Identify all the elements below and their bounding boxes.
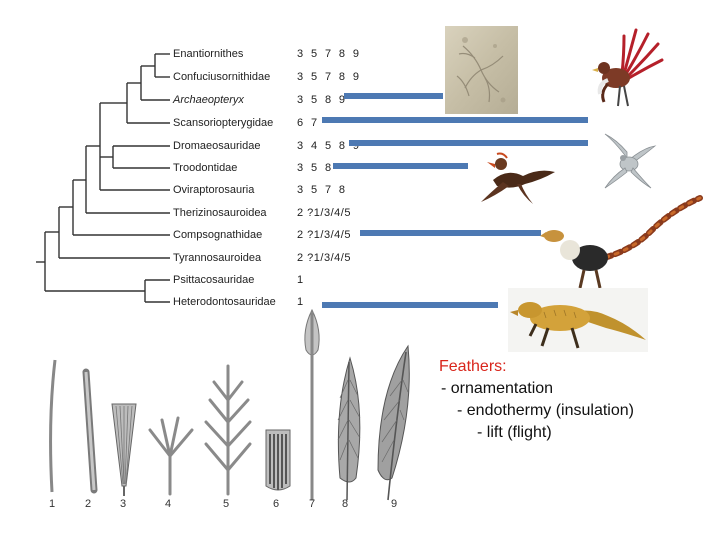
feather-code-heterodontosauridae: 1 — [297, 296, 306, 308]
feather-code-compsognathidae: 2 ?1/3/4/5 — [297, 229, 351, 241]
feather-code-tyrannosauroidea: 2 ?1/3/4/5 — [297, 252, 351, 264]
red-plumed-dinosaur-illustration — [592, 28, 664, 107]
feather-type-3 — [111, 403, 137, 496]
feather-code-psittacosauridae: 1 — [297, 274, 306, 286]
feather-number-3: 3 — [120, 498, 127, 510]
feather-code-scansoriopterygidae: 6 7 — [297, 117, 320, 129]
feather-code-therizinosauroidea: 2 ?1/3/4/5 — [297, 207, 351, 219]
feather-code-enantiornithes: 3 5 7 8 9 — [297, 48, 362, 60]
feather-code-archaeopteryx: 3 5 8 9 — [297, 94, 348, 106]
feather-number-6: 6 — [273, 498, 280, 510]
taxon-label-heterodontosauridae: Heterodontosauridae — [173, 296, 276, 308]
scansoriopterygid-illustration — [604, 133, 657, 189]
feather-number-9: 9 — [391, 498, 398, 510]
feather-type-8 — [337, 356, 361, 501]
feather-type-7 — [304, 308, 320, 500]
taxon-label-therizinosauroidea: Therizinosauroidea — [173, 207, 267, 219]
feather-code-troodontidae: 3 5 8 — [297, 162, 334, 174]
feather-number-4: 4 — [165, 498, 172, 510]
feather-number-5: 5 — [223, 498, 230, 510]
bar-dromaeosauridae — [349, 140, 588, 146]
taxon-label-tyrannosauroidea: Tyrannosauroidea — [173, 252, 262, 264]
archaeopteryx-fossil-photo — [445, 26, 518, 114]
caption-title: Feathers: — [439, 358, 507, 375]
bar-troodontidae — [333, 163, 468, 169]
caption-item-lift: - lift (flight) — [477, 424, 552, 441]
taxon-label-compsognathidae: Compsognathidae — [173, 229, 263, 241]
taxon-label-scansoriopterygidae: Scansoriopterygidae — [173, 117, 274, 129]
taxon-label-troodontidae: Troodontidae — [173, 162, 238, 174]
taxon-label-enantiornithes: Enantiornithes — [173, 48, 244, 60]
caption-item-endothermy: - endothermy (insulation) — [457, 402, 634, 419]
feather-number-8: 8 — [342, 498, 349, 510]
microraptor-illustration — [481, 152, 555, 204]
taxon-label-confuciusornithidae: Confuciusornithidae — [173, 71, 271, 83]
bar-scansoriopterygidae — [322, 117, 588, 123]
bar-heterodontosauridae — [322, 302, 498, 308]
taxon-label-dromaeosauridae: Dromaeosauridae — [173, 140, 261, 152]
feather-type-5 — [204, 364, 252, 496]
feather-functions-caption: Feathers: - ornamentation - endothermy (… — [439, 356, 634, 444]
taxon-label-archaeopteryx: Archaeopteryx — [173, 94, 244, 106]
feather-type-9 — [377, 344, 410, 501]
feather-number-2: 2 — [85, 498, 92, 510]
caption-item-ornamentation: - ornamentation — [441, 380, 554, 397]
feather-code-dromaeosauridae: 3 4 5 8 9 — [297, 140, 362, 152]
feather-type-1 — [49, 359, 57, 493]
heterodontosaur-illustration — [508, 288, 648, 352]
feather-number-7: 7 — [309, 498, 316, 510]
taxon-label-oviraptorosauria: Oviraptorosauria — [173, 184, 255, 196]
feather-type-6 — [265, 429, 291, 491]
feather-code-oviraptorosauria: 3 5 7 8 — [297, 184, 348, 196]
feather-type-4 — [148, 416, 194, 496]
feather-code-confuciusornithidae: 3 5 7 8 9 — [297, 71, 362, 83]
bar-compsognathidae — [360, 230, 541, 236]
sinosauropteryx-illustration — [540, 195, 703, 289]
taxon-label-psittacosauridae: Psittacosauridae — [173, 274, 255, 286]
feather-number-1: 1 — [49, 498, 56, 510]
bar-archaeopteryx — [344, 93, 443, 99]
